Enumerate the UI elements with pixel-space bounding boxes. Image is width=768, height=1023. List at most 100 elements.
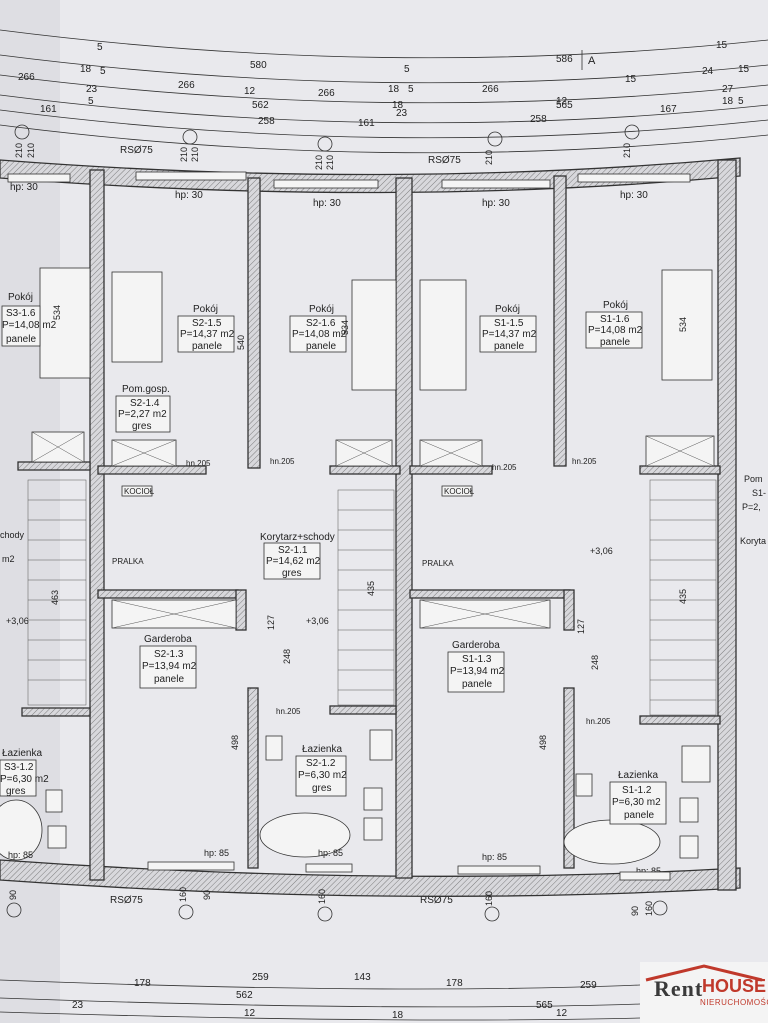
svg-text:534: 534 xyxy=(52,305,62,320)
svg-text:5: 5 xyxy=(738,96,744,107)
svg-text:127: 127 xyxy=(266,615,276,630)
svg-text:210: 210 xyxy=(325,155,335,170)
svg-text:565: 565 xyxy=(536,1000,553,1011)
windows-top xyxy=(7,171,691,189)
stairs xyxy=(27,479,717,716)
svg-text:90: 90 xyxy=(8,890,18,900)
svg-text:hp: 85: hp: 85 xyxy=(318,848,343,858)
svg-text:P=6,30 m2: P=6,30 m2 xyxy=(298,770,347,781)
svg-text:210: 210 xyxy=(190,147,200,162)
svg-text:hn.205: hn.205 xyxy=(276,707,301,716)
svg-text:gres: gres xyxy=(282,568,301,579)
svg-text:143: 143 xyxy=(354,972,371,983)
logo-tagline: NIERUCHOMOŚCI xyxy=(700,998,768,1007)
svg-text:S2-1.4: S2-1.4 xyxy=(130,398,160,409)
svg-text:210: 210 xyxy=(26,143,36,158)
svg-text:562: 562 xyxy=(252,100,269,111)
svg-text:5: 5 xyxy=(408,84,414,95)
svg-text:178: 178 xyxy=(134,978,151,989)
svg-text:S1-: S1- xyxy=(752,488,766,498)
svg-text:PRALKA: PRALKA xyxy=(112,557,144,566)
house-roof-icon xyxy=(645,964,763,982)
svg-text:160: 160 xyxy=(644,901,654,916)
svg-text:18: 18 xyxy=(392,100,404,111)
misc-labels: KOCIOŁ KOCIOŁ PRALKA PRALKA +3,06 +3,06 … xyxy=(0,457,766,876)
room-s1-1-3: Garderoba S1-1.3 P=13,94 m2 panele xyxy=(447,640,505,693)
outer-walls xyxy=(0,157,741,897)
svg-text:gres: gres xyxy=(6,786,25,797)
svg-text:18: 18 xyxy=(392,1010,404,1021)
svg-text:hp: 85: hp: 85 xyxy=(8,850,33,860)
svg-text:gres: gres xyxy=(132,421,151,432)
svg-text:23: 23 xyxy=(396,108,408,119)
window-dims-top: 210 210 210 210 210 210 210 210 xyxy=(14,143,632,170)
svg-text:167: 167 xyxy=(660,104,677,115)
svg-text:P=14,62 m2: P=14,62 m2 xyxy=(266,556,321,567)
svg-text:S2-1.1: S2-1.1 xyxy=(278,545,308,556)
bathroom-fixtures xyxy=(0,729,711,865)
room-s2-1-3: Garderoba S2-1.3 P=13,94 m2 panele xyxy=(139,634,197,689)
svg-text:PRALKA: PRALKA xyxy=(422,559,454,568)
svg-text:S3-1.2: S3-1.2 xyxy=(4,762,34,773)
svg-text:248: 248 xyxy=(590,655,600,670)
svg-text:5: 5 xyxy=(404,64,410,75)
svg-text:P=6,30 m2: P=6,30 m2 xyxy=(612,797,661,808)
svg-text:127: 127 xyxy=(576,619,586,634)
svg-text:Garderoba: Garderoba xyxy=(452,640,500,651)
svg-text:266: 266 xyxy=(318,88,335,99)
svg-text:12: 12 xyxy=(244,86,256,97)
room-s2-1-4: Pom.gosp. S2-1.4 P=2,27 m2 gres xyxy=(115,384,171,433)
svg-text:Pokój: Pokój xyxy=(8,292,33,303)
room-s2-1-1: Korytarz+schody S2-1.1 P=14,62 m2 gres xyxy=(260,532,335,580)
svg-text:hn.205: hn.205 xyxy=(586,717,611,726)
svg-text:panele: panele xyxy=(462,679,492,690)
svg-text:534: 534 xyxy=(678,317,688,332)
svg-text:18: 18 xyxy=(388,84,400,95)
svg-text:12: 12 xyxy=(244,1008,256,1019)
svg-text:S2-1.6: S2-1.6 xyxy=(306,318,336,329)
svg-text:RSØ75: RSØ75 xyxy=(110,895,143,906)
svg-text:178: 178 xyxy=(446,978,463,989)
svg-text:S2-1.2: S2-1.2 xyxy=(306,758,336,769)
room-s2-1-2: Łazienka S2-1.2 P=6,30 m2 gres xyxy=(295,744,347,797)
room-s1-1-6: Pokój S1-1.6 P=14,08 m2 panele xyxy=(585,300,643,349)
svg-text:Pokój: Pokój xyxy=(603,300,628,311)
svg-text:hp: 30: hp: 30 xyxy=(482,198,510,209)
svg-text:A: A xyxy=(588,55,596,67)
svg-text:P=14,08 m2: P=14,08 m2 xyxy=(588,325,643,336)
logo-brand-right: HOUSE xyxy=(702,976,767,996)
svg-text:90: 90 xyxy=(630,906,640,916)
svg-text:chody: chody xyxy=(0,530,25,540)
svg-text:panele: panele xyxy=(154,674,184,685)
svg-text:Pom: Pom xyxy=(744,474,763,484)
svg-text:+3,06: +3,06 xyxy=(6,616,29,626)
svg-text:KOCIOŁ: KOCIOŁ xyxy=(444,487,475,496)
svg-text:435: 435 xyxy=(366,581,376,596)
svg-text:23: 23 xyxy=(72,1000,84,1011)
svg-text:panele: panele xyxy=(494,341,524,352)
svg-text:534: 534 xyxy=(340,320,350,335)
svg-text:5: 5 xyxy=(100,66,106,77)
svg-text:panele: panele xyxy=(6,334,36,345)
svg-text:hn.205: hn.205 xyxy=(270,457,295,466)
svg-text:m2: m2 xyxy=(2,554,15,564)
svg-text:hp: 30: hp: 30 xyxy=(620,190,648,201)
svg-text:panele: panele xyxy=(600,337,630,348)
room-s1-1-2: Łazienka S1-1.2 P=6,30 m2 panele xyxy=(609,770,667,825)
svg-text:562: 562 xyxy=(236,990,253,1001)
svg-text:266: 266 xyxy=(18,72,35,83)
cabinets xyxy=(31,431,715,629)
vertical-dimensions: 534 540 534 534 463 435 435 498 498 127 … xyxy=(50,305,688,750)
svg-text:P=2,27 m2: P=2,27 m2 xyxy=(118,409,167,420)
svg-text:P=6,30 m2: P=6,30 m2 xyxy=(0,774,49,785)
svg-text:hp: 30: hp: 30 xyxy=(313,198,341,209)
room-s3-1-6: Pokój S3-1.6 P=14,08 m2 panele xyxy=(1,292,57,347)
svg-text:15: 15 xyxy=(625,74,637,85)
svg-text:Łazienka: Łazienka xyxy=(2,748,42,759)
svg-text:160: 160 xyxy=(317,889,327,904)
svg-text:RSØ75: RSØ75 xyxy=(428,155,461,166)
top-dimension-lines xyxy=(0,29,768,154)
svg-text:hp: 85: hp: 85 xyxy=(482,852,507,862)
svg-text:161: 161 xyxy=(358,118,375,129)
